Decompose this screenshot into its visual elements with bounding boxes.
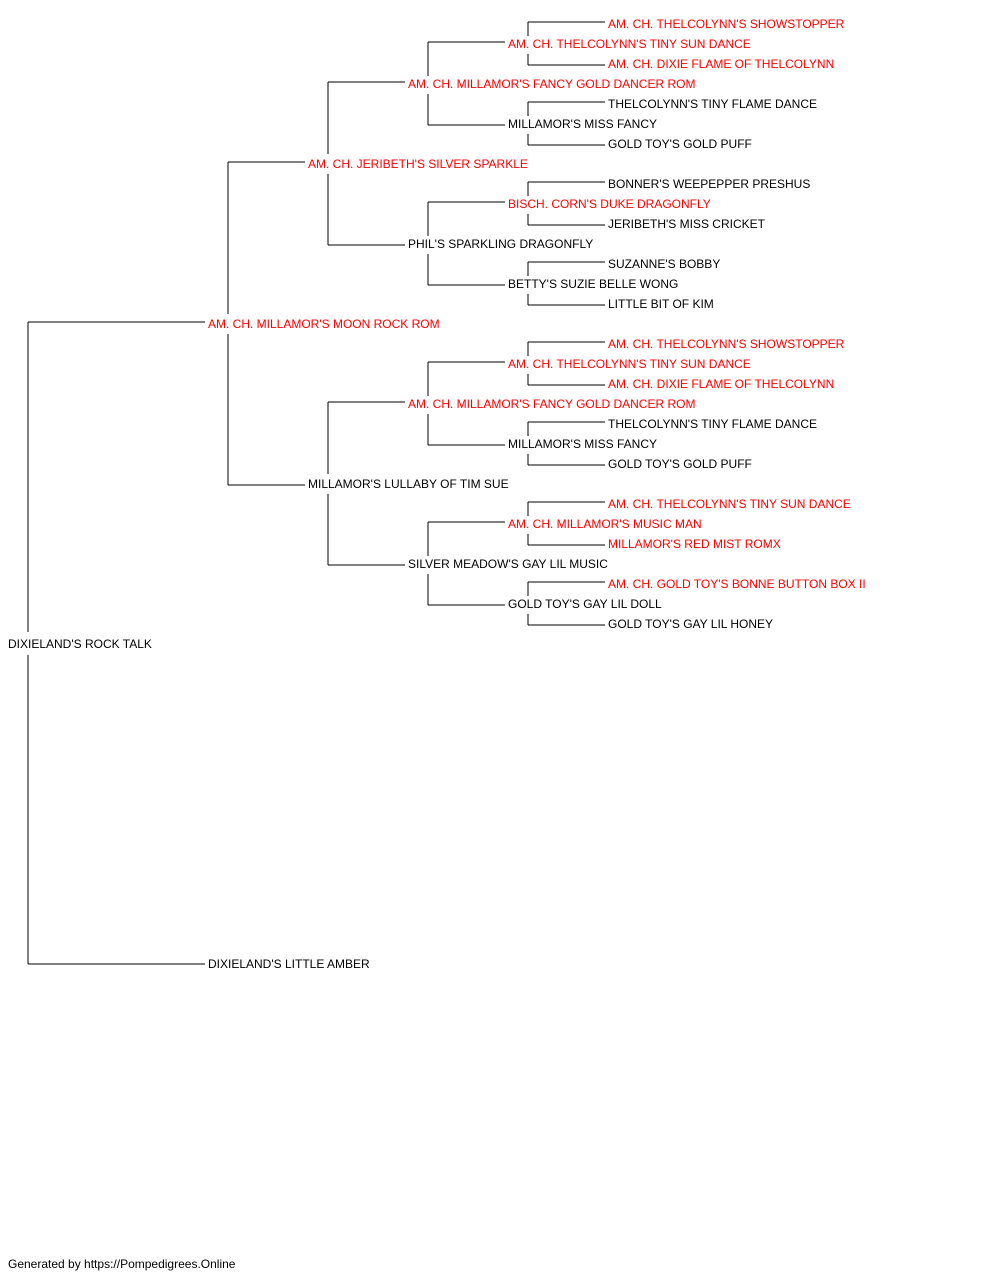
gen5-ancestor-7[interactable]: SUZANNE'S BOBBY [608,257,721,271]
gen5-ancestor-5[interactable]: BONNER'S WEEPEPPER PRESHUS [608,177,811,191]
gen4-ancestor-5[interactable]: AM. CH. THELCOLYNN'S TINY SUN DANCE [508,357,751,371]
grandsire-paternal[interactable]: AM. CH. JERIBETH'S SILVER SPARKLE [308,157,528,171]
gen5-ancestor-12[interactable]: GOLD TOY'S GOLD PUFF [608,457,752,471]
gen4-ancestor-1[interactable]: AM. CH. THELCOLYNN'S TINY SUN DANCE [508,37,751,51]
gen4-ancestor-8[interactable]: GOLD TOY'S GAY LIL DOLL [508,597,662,611]
great-granddam-1[interactable]: PHIL'S SPARKLING DRAGONFLY [408,237,594,251]
gen4-ancestor-2[interactable]: MILLAMOR'S MISS FANCY [508,117,657,131]
gen4-ancestor-7[interactable]: AM. CH. MILLAMOR'S MUSIC MAN [508,517,702,531]
subject-name[interactable]: DIXIELAND'S ROCK TALK [8,637,152,651]
gen5-ancestor-2[interactable]: AM. CH. DIXIE FLAME OF THELCOLYNN [608,57,835,71]
gen5-ancestor-16[interactable]: GOLD TOY'S GAY LIL HONEY [608,617,774,631]
gen5-ancestor-11[interactable]: THELCOLYNN'S TINY FLAME DANCE [608,417,818,431]
gen5-ancestor-9[interactable]: AM. CH. THELCOLYNN'S SHOWSTOPPER [608,337,845,351]
gen5-ancestor-3[interactable]: THELCOLYNN'S TINY FLAME DANCE [608,97,818,111]
gen5-ancestor-1[interactable]: AM. CH. THELCOLYNN'S SHOWSTOPPER [608,17,845,31]
gen4-ancestor-4[interactable]: BETTY'S SUZIE BELLE WONG [508,277,679,291]
gen5-ancestor-14[interactable]: MILLAMOR'S RED MIST ROMX [608,537,781,551]
great-grandsire-1[interactable]: AM. CH. MILLAMOR'S FANCY GOLD DANCER ROM [408,77,696,91]
great-grandsire-2[interactable]: AM. CH. MILLAMOR'S FANCY GOLD DANCER ROM [408,397,696,411]
gen5-ancestor-4[interactable]: GOLD TOY'S GOLD PUFF [608,137,752,151]
gen5-ancestor-6[interactable]: JERIBETH'S MISS CRICKET [608,217,765,231]
gen5-ancestor-8[interactable]: LITTLE BIT OF KIM [608,297,714,311]
dam-name[interactable]: DIXIELAND'S LITTLE AMBER [208,957,370,971]
gen4-ancestor-3[interactable]: BISCH. CORN'S DUKE DRAGONFLY [508,197,711,211]
sire-name[interactable]: AM. CH. MILLAMOR'S MOON ROCK ROM [208,317,440,331]
great-granddam-2[interactable]: SILVER MEADOW'S GAY LIL MUSIC [408,557,608,571]
gen5-ancestor-15[interactable]: AM. CH. GOLD TOY'S BONNE BUTTON BOX II [608,577,866,591]
gen5-ancestor-13[interactable]: AM. CH. THELCOLYNN'S TINY SUN DANCE [608,497,851,511]
gen5-ancestor-10[interactable]: AM. CH. DIXIE FLAME OF THELCOLYNN [608,377,835,391]
footer-credit: Generated by https://Pompedigrees.Online [8,1257,236,1271]
gen4-ancestor-6[interactable]: MILLAMOR'S MISS FANCY [508,437,657,451]
granddam-paternal[interactable]: MILLAMOR'S LULLABY OF TIM SUE [308,477,509,491]
